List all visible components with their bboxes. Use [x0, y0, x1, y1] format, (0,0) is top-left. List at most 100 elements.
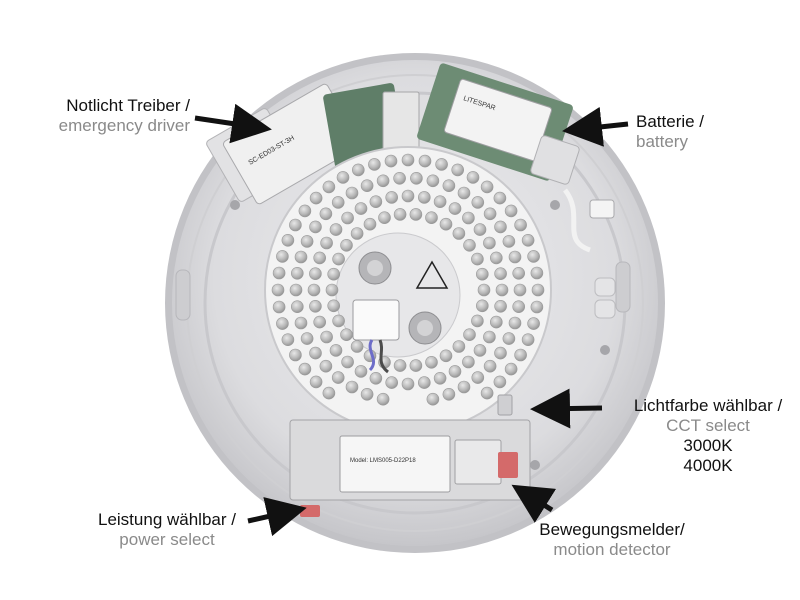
- label-power-select-en: power select: [119, 530, 215, 549]
- led-chip: [463, 328, 476, 342]
- led-chip: [504, 204, 518, 218]
- label-motion-detector-de: Bewegungsmelder/: [539, 520, 685, 539]
- led-chip: [463, 239, 476, 252]
- led-chip: [410, 172, 423, 185]
- led-chip: [527, 250, 540, 263]
- led-chip: [272, 300, 286, 314]
- led-chip: [340, 328, 353, 342]
- led-chip: [439, 349, 453, 363]
- led-chip: [483, 359, 497, 373]
- led-chip: [336, 171, 350, 184]
- led-chip: [489, 315, 503, 329]
- led-chip: [294, 250, 308, 264]
- led-chip: [480, 180, 494, 194]
- led-chip: [276, 250, 289, 263]
- led-chip: [332, 314, 345, 328]
- led-chip: [325, 283, 339, 297]
- led-chip: [508, 316, 522, 330]
- led-chip: [452, 227, 466, 240]
- led-chip: [271, 283, 285, 297]
- led-chip: [409, 359, 423, 372]
- led-chip: [345, 380, 359, 394]
- label-emergency-driver-de: Notlicht Treiber /: [66, 96, 190, 115]
- led-chip: [309, 267, 322, 281]
- label-motion-detector: Bewegungsmelder/ motion detector: [522, 520, 702, 560]
- led-chip: [329, 223, 343, 236]
- led-chip: [462, 355, 475, 369]
- led-chip: [513, 283, 527, 297]
- led-chip: [494, 267, 507, 281]
- led-board: [264, 146, 552, 434]
- led-chip: [493, 375, 507, 389]
- led-chip: [341, 211, 354, 225]
- led-chip: [320, 236, 333, 250]
- led-chip: [332, 252, 345, 266]
- led-chip: [451, 163, 465, 177]
- led-chip: [351, 163, 365, 177]
- label-cct-select-en: CCT select: [666, 416, 750, 435]
- led-chip: [433, 371, 447, 385]
- led-chip: [289, 348, 302, 362]
- led-chip: [331, 196, 345, 209]
- led-chip: [313, 251, 327, 265]
- led-chip: [530, 300, 544, 314]
- led-chip: [433, 195, 447, 208]
- led-chip: [350, 340, 364, 353]
- led-chip: [471, 252, 484, 266]
- led-chip: [494, 299, 507, 313]
- led-chip: [369, 195, 383, 208]
- led-chip: [272, 266, 286, 280]
- label-power-select-de: Leistung wählbar /: [98, 510, 236, 529]
- led-chip: [385, 191, 399, 204]
- led-chip: [502, 235, 516, 248]
- led-chip: [329, 344, 343, 357]
- led-chip: [435, 158, 448, 171]
- led-chip: [276, 317, 289, 330]
- led-chip: [368, 158, 381, 171]
- led-chip: [471, 314, 484, 328]
- led-chip: [281, 333, 295, 347]
- led-chip: [417, 191, 431, 204]
- led-chip: [502, 332, 516, 345]
- led-chip: [307, 283, 321, 297]
- led-chip: [425, 355, 438, 369]
- led-chip: [475, 299, 489, 313]
- led-chip: [475, 267, 489, 281]
- led-chip: [530, 266, 544, 280]
- led-chip: [289, 218, 302, 232]
- led-chip: [417, 376, 431, 389]
- led-array: [271, 153, 545, 406]
- led-chip: [401, 153, 415, 167]
- led-chip: [354, 365, 368, 378]
- label-battery-de: Batterie /: [636, 112, 705, 131]
- led-chip: [345, 186, 359, 200]
- led-chip: [327, 299, 341, 313]
- led-chip: [309, 299, 322, 313]
- led-chip: [290, 266, 304, 280]
- led-chip: [457, 186, 471, 200]
- led-chip: [300, 332, 314, 345]
- led-chip: [457, 380, 471, 394]
- led-chip: [341, 355, 354, 369]
- led-chip: [350, 227, 364, 240]
- led-chip: [493, 191, 507, 205]
- led-chip: [473, 344, 487, 357]
- battery-module: [417, 63, 615, 253]
- led-chip: [393, 172, 406, 185]
- label-battery-en: battery: [636, 132, 688, 151]
- led-chip: [439, 217, 453, 231]
- label-cct-4000k: 4000K: [683, 456, 733, 475]
- led-chip: [354, 202, 368, 215]
- led-chip: [494, 220, 507, 234]
- led-chip: [289, 283, 303, 297]
- led-chip: [471, 371, 485, 384]
- led-chip: [480, 386, 494, 400]
- label-cct-select-de: Lichtfarbe wählbar /: [633, 396, 783, 415]
- led-chip: [309, 346, 322, 360]
- led-chip: [504, 362, 518, 376]
- led-chip: [426, 174, 440, 188]
- led-chip: [327, 267, 341, 281]
- led-chip: [319, 359, 333, 373]
- led-chip: [521, 234, 535, 247]
